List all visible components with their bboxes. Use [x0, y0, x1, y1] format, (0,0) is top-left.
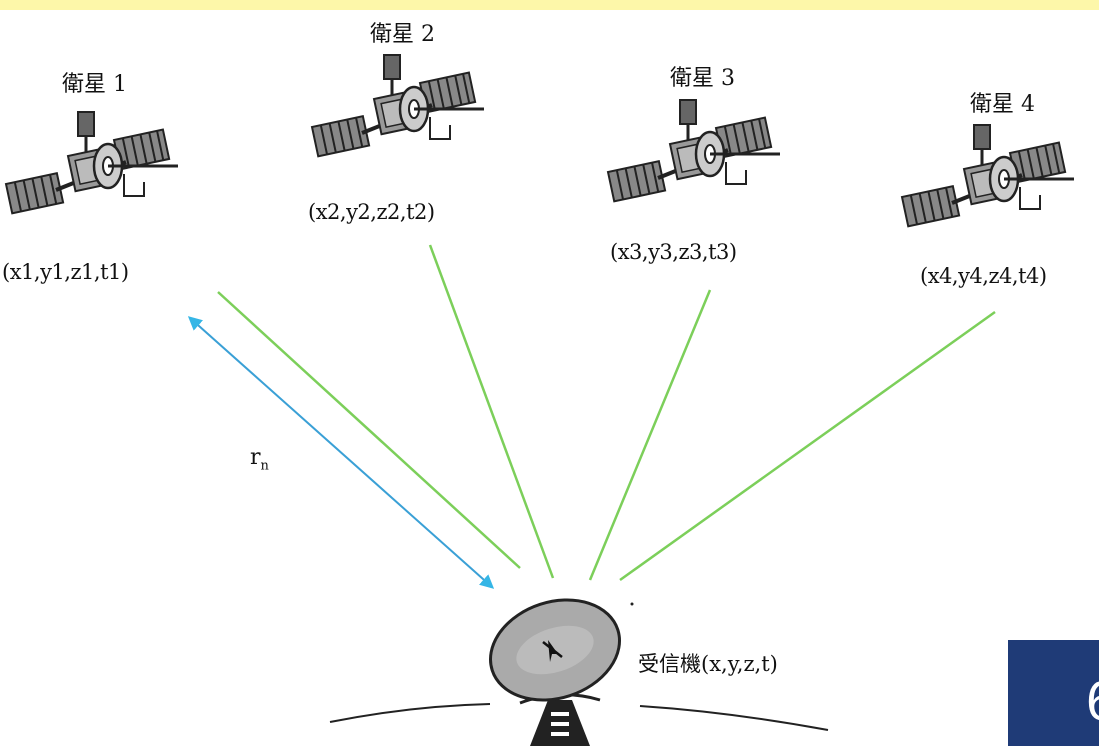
satellite-2-title: 衛星 2 [370, 16, 435, 48]
horizon-right [640, 706, 828, 730]
satellite-3-coords: (x3,y3,z3,t3) [610, 240, 737, 264]
receiver-dish-icon [477, 584, 633, 746]
signal-line-3 [590, 290, 710, 580]
range-label-subscript: n [261, 458, 269, 473]
receiver-label: 受信機(x,y,z,t) [638, 648, 778, 678]
satellite-1-title: 衛星 1 [62, 66, 127, 98]
signal-line-4 [620, 312, 995, 580]
satellite-1-icon [6, 112, 178, 213]
page-number: 6 [1086, 668, 1099, 733]
signal-line-1 [218, 292, 520, 568]
satellite-2-icon [312, 55, 484, 156]
range-label: rn [250, 445, 269, 473]
satellite-1-coords: (x1,y1,z1,t1) [2, 260, 129, 284]
horizon-left [330, 704, 490, 722]
range-label-base: r [250, 445, 261, 470]
signal-line-2 [430, 245, 553, 578]
page-number-tab: 6 [1008, 640, 1099, 746]
satellite-3-icon [608, 100, 780, 201]
range-arrow [190, 318, 492, 587]
satellite-2-coords: (x2,y2,z2,t2) [308, 200, 435, 224]
satellite-4-icon [902, 125, 1074, 226]
satellite-4-coords: (x4,y4,z4,t4) [920, 264, 1047, 288]
satellite-3-title: 衛星 3 [670, 60, 735, 92]
satellite-4-title: 衛星 4 [970, 86, 1035, 118]
